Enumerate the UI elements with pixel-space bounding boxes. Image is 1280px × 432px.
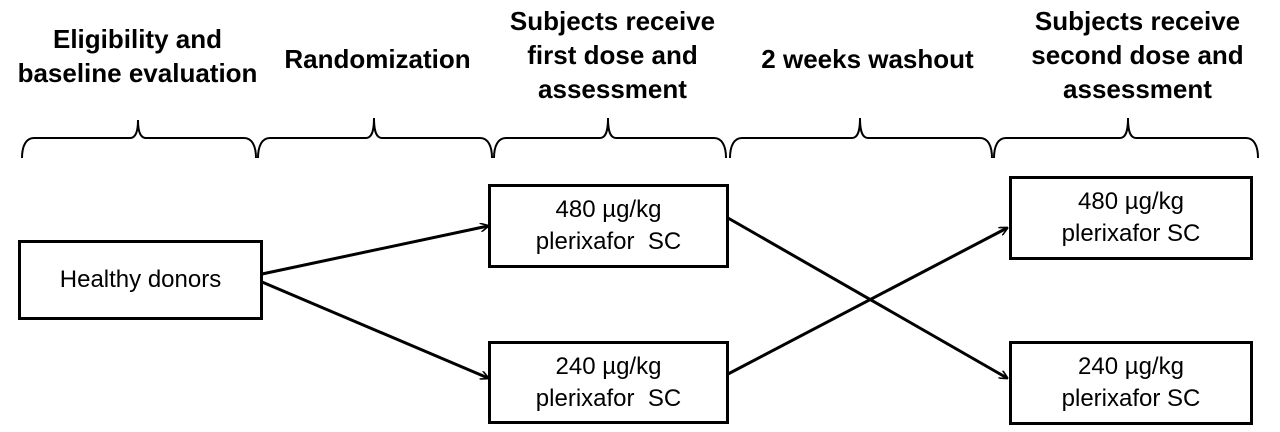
- brace-second-dose: [993, 117, 1259, 159]
- phase-randomization-label: Randomization: [284, 44, 471, 74]
- first-dose-240-box: 240 µg/kg plerixafor SC: [488, 341, 729, 424]
- phase-second-dose-label: Subjects receive second dose and assessm…: [1031, 6, 1244, 104]
- brace-first-dose: [493, 117, 727, 159]
- brace-randomization: [257, 117, 493, 159]
- brace-eligibility: [21, 119, 257, 159]
- phase-first-dose-label: Subjects receive first dose and assessme…: [509, 6, 716, 104]
- arrow-donors-to-480: [261, 226, 488, 276]
- second-dose-240-box: 240 µg/kg plerixafor SC: [1009, 341, 1253, 425]
- second-dose-480-box: 480 µg/kg plerixafor SC: [1009, 176, 1253, 260]
- arrow-first240-to-second480: [727, 228, 1007, 376]
- first-dose-480-box: 480 µg/kg plerixafor SC: [488, 184, 729, 268]
- arrow-first480-to-second240: [727, 216, 1007, 378]
- healthy-donors-box: Healthy donors: [18, 240, 263, 320]
- phase-washout-label: 2 weeks washout: [761, 44, 974, 74]
- brace-washout: [729, 117, 993, 159]
- arrow-donors-to-240: [261, 280, 488, 378]
- phase-eligibility-label: Eligibility and baseline evaluation: [17, 24, 258, 88]
